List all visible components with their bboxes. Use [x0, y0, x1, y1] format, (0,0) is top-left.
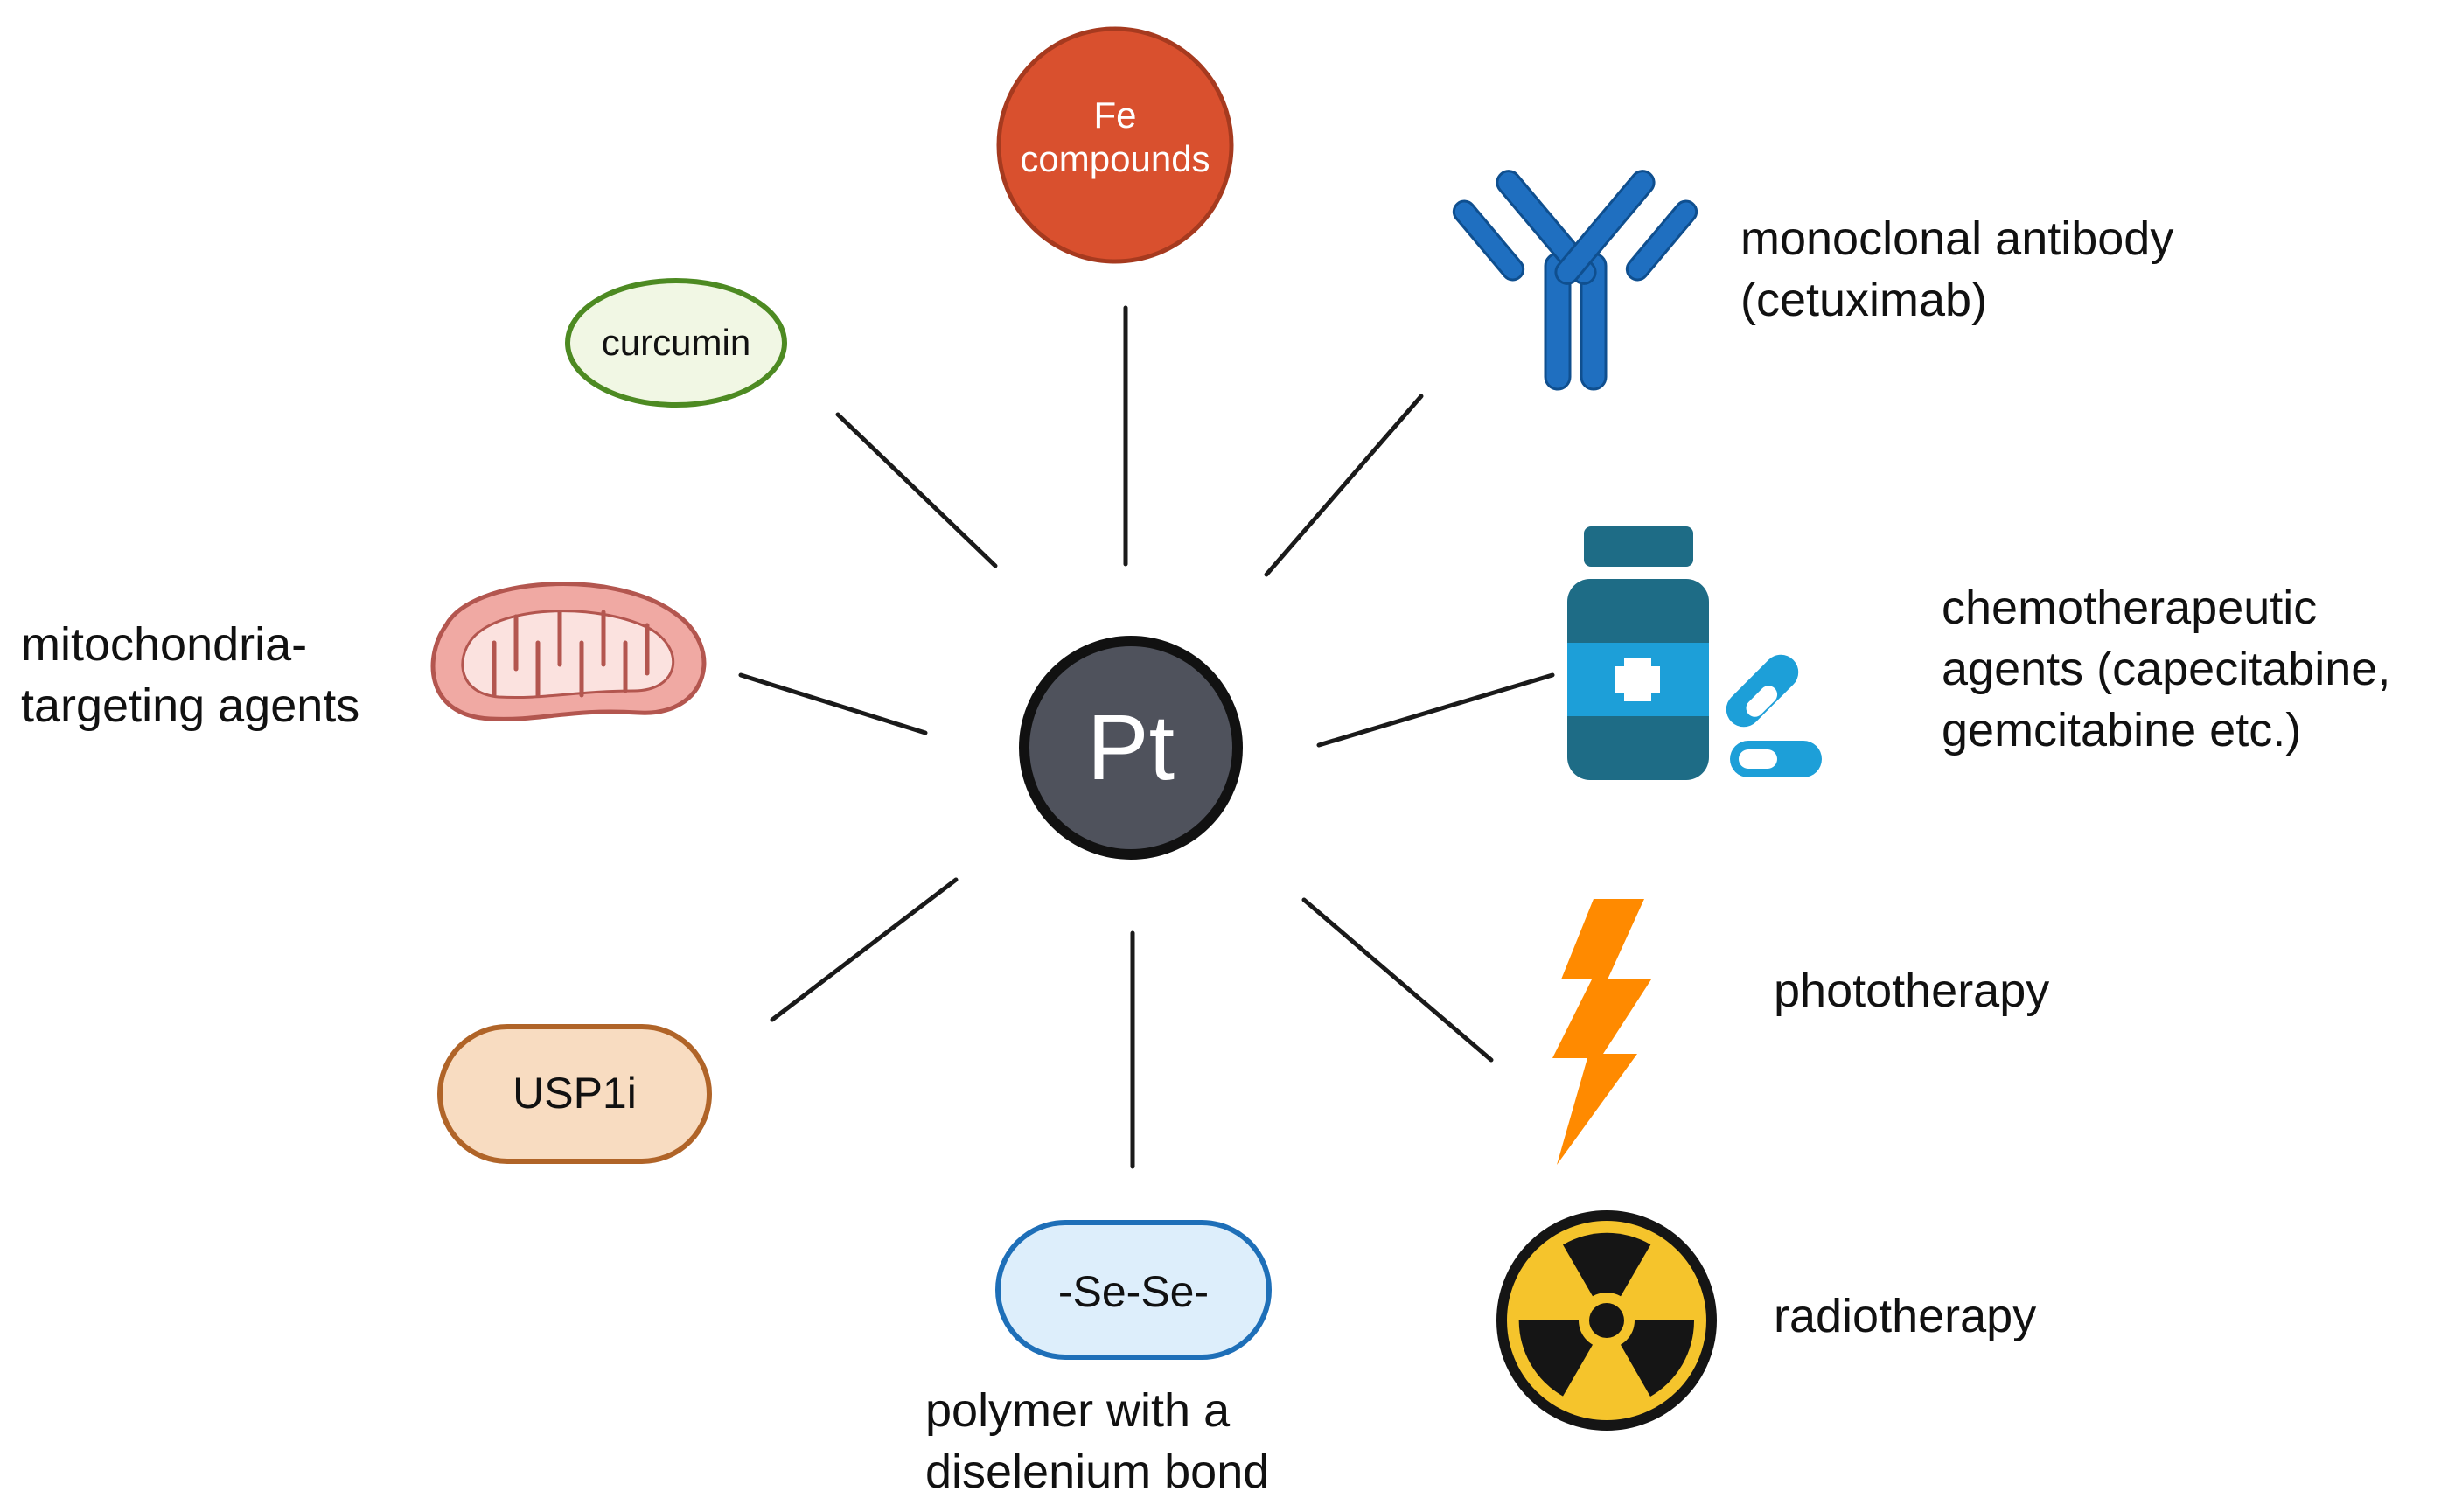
sese-caption-line2: diselenium bond	[925, 1446, 1270, 1498]
connector-mito	[738, 672, 928, 735]
connector-photo	[1301, 897, 1494, 1063]
chemo-label-line3: gemcitabine etc.)	[1942, 704, 2302, 756]
antibody-label-line2: (cetuximab)	[1740, 274, 1988, 326]
connector-usp1i	[770, 877, 959, 1022]
curcumin-label: curcumin	[602, 322, 750, 363]
sese-caption: polymer with a diselenium bond	[925, 1380, 1269, 1502]
usp1i-label: USP1i	[513, 1069, 637, 1118]
curcumin-node: curcumin	[565, 278, 787, 408]
chemo-label-line2: agents (capecitabine,	[1942, 643, 2391, 695]
chemo-label-line1: chemotherapeutic	[1942, 582, 2318, 634]
phototherapy-label-text: phototherapy	[1774, 965, 2050, 1017]
chemo-label: chemotherapeutic agents (capecitabine, g…	[1942, 577, 2390, 761]
connector-lines	[738, 305, 1555, 1169]
connector-curcumin	[835, 412, 998, 568]
antibody-icon	[1452, 170, 1698, 391]
pill-icon	[1726, 654, 1822, 777]
mito-label-line1: mitochondria-	[21, 618, 308, 671]
pt-center-label: Pt	[1087, 696, 1175, 799]
sese-caption-line1: polymer with a	[925, 1384, 1231, 1437]
mito-label: mitochondria- targeting agents	[21, 614, 359, 736]
fe-label-line1: Fe	[1093, 94, 1136, 136]
mitochondria-icon	[430, 582, 707, 721]
connector-chemo	[1316, 672, 1555, 748]
lightning-icon	[1552, 899, 1651, 1165]
radiotherapy-label-text: radiotherapy	[1774, 1290, 2037, 1342]
fe-label-line2: compounds	[1020, 138, 1210, 179]
medicine-bottle-icon	[1567, 526, 1709, 780]
radiation-icon	[1496, 1210, 1717, 1431]
sese-label: -Se-Se-	[1058, 1267, 1209, 1316]
pt-center-node: Pt	[1019, 636, 1243, 860]
connector-antibody	[1264, 394, 1424, 577]
fe-compounds-node: Fe compounds	[996, 26, 1234, 264]
mito-label-line2: targeting agents	[21, 679, 360, 732]
phototherapy-label: phototherapy	[1774, 960, 2049, 1021]
antibody-label-line1: monoclonal antibody	[1740, 213, 2174, 265]
sese-node: -Se-Se-	[995, 1220, 1272, 1360]
radiotherapy-label: radiotherapy	[1774, 1286, 2036, 1347]
antibody-label: monoclonal antibody (cetuximab)	[1740, 208, 2173, 331]
usp1i-node: USP1i	[437, 1024, 712, 1164]
